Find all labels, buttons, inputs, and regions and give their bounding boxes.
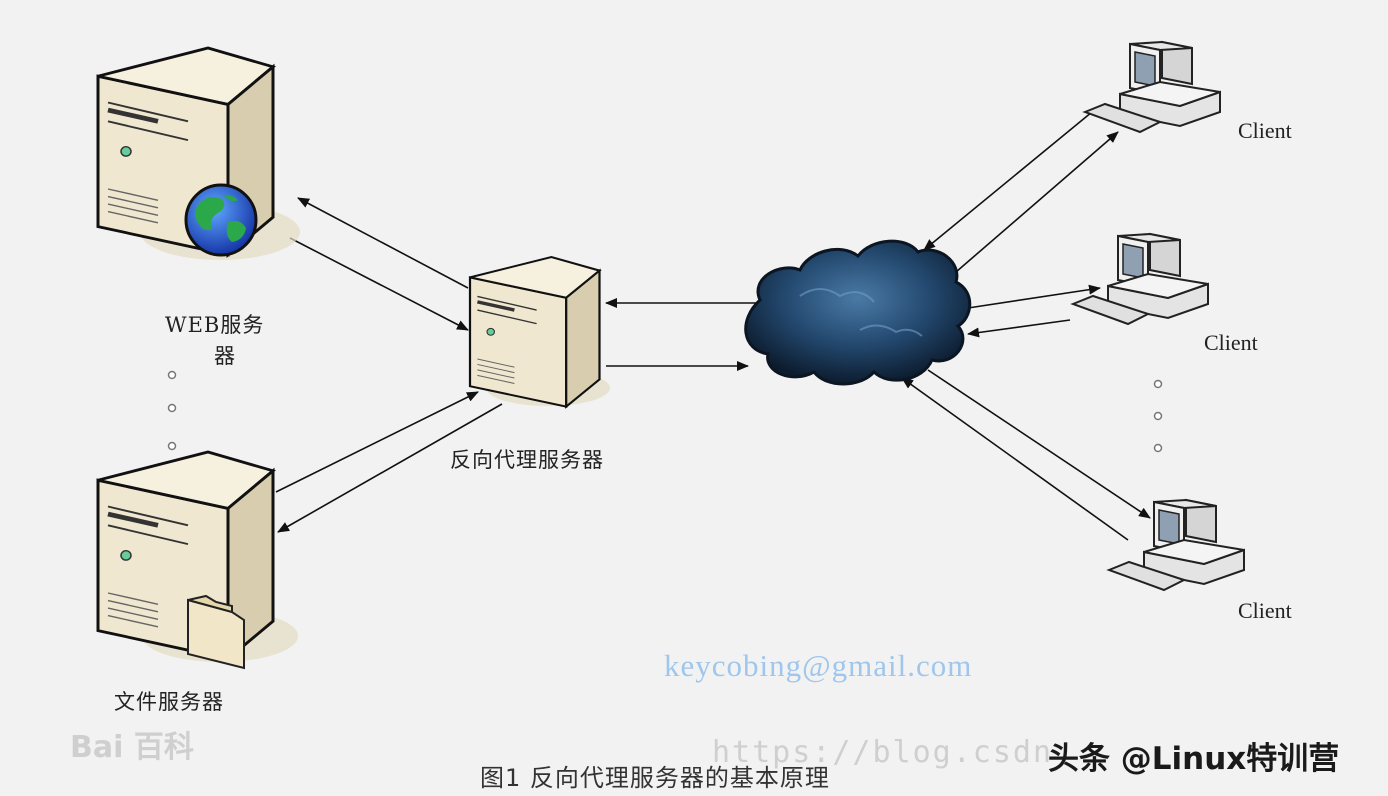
web-server-label-line1: WEB服务 <box>165 313 265 337</box>
author-email: keycobing@gmail.com <box>664 648 973 683</box>
arrow-file-to-proxy <box>275 391 479 493</box>
client-computer-3 <box>1108 499 1245 591</box>
baidu-watermark: Bai 百科 <box>70 730 194 765</box>
web-server-label-line2: 器 <box>214 344 236 368</box>
arrow-client3-to-cloud <box>901 377 1129 541</box>
blog-url-watermark: https://blog.csdn <box>712 735 1054 770</box>
arrow-proxy-to-file <box>277 403 503 533</box>
folder-icon <box>187 594 245 670</box>
file-server <box>98 452 298 670</box>
arrow-web-to-proxy <box>289 237 469 331</box>
internet-cloud <box>744 239 972 386</box>
arrow-cloud-to-client2 <box>967 284 1101 309</box>
reverse-proxy-label: 反向代理服务器 <box>450 448 604 472</box>
arrow-proxy-to-web <box>297 197 469 289</box>
connector-arrows <box>275 111 1151 541</box>
arrow-cloud-to-client1 <box>955 131 1119 273</box>
ellipsis-dots-clients <box>1153 379 1163 453</box>
figure-caption: 图1 反向代理服务器的基本原理 <box>480 764 830 792</box>
web-server <box>98 48 300 260</box>
ellipsis-dots-servers <box>167 370 177 451</box>
arrow-cloud-to-client3 <box>927 369 1151 519</box>
client-label-3: Client <box>1238 598 1292 623</box>
reverse-proxy-server <box>468 255 610 409</box>
arrow-client2-to-cloud <box>967 319 1071 338</box>
client-label-2: Client <box>1204 330 1258 355</box>
arrow-client1-to-cloud <box>923 111 1093 251</box>
toutiao-watermark: 头条 @Linux特训营 <box>1048 741 1340 777</box>
client-label-1: Client <box>1238 118 1292 143</box>
client-computer-1 <box>1084 41 1221 133</box>
file-server-label: 文件服务器 <box>114 690 224 714</box>
client-computer-2 <box>1072 233 1209 325</box>
globe-icon <box>184 183 258 257</box>
